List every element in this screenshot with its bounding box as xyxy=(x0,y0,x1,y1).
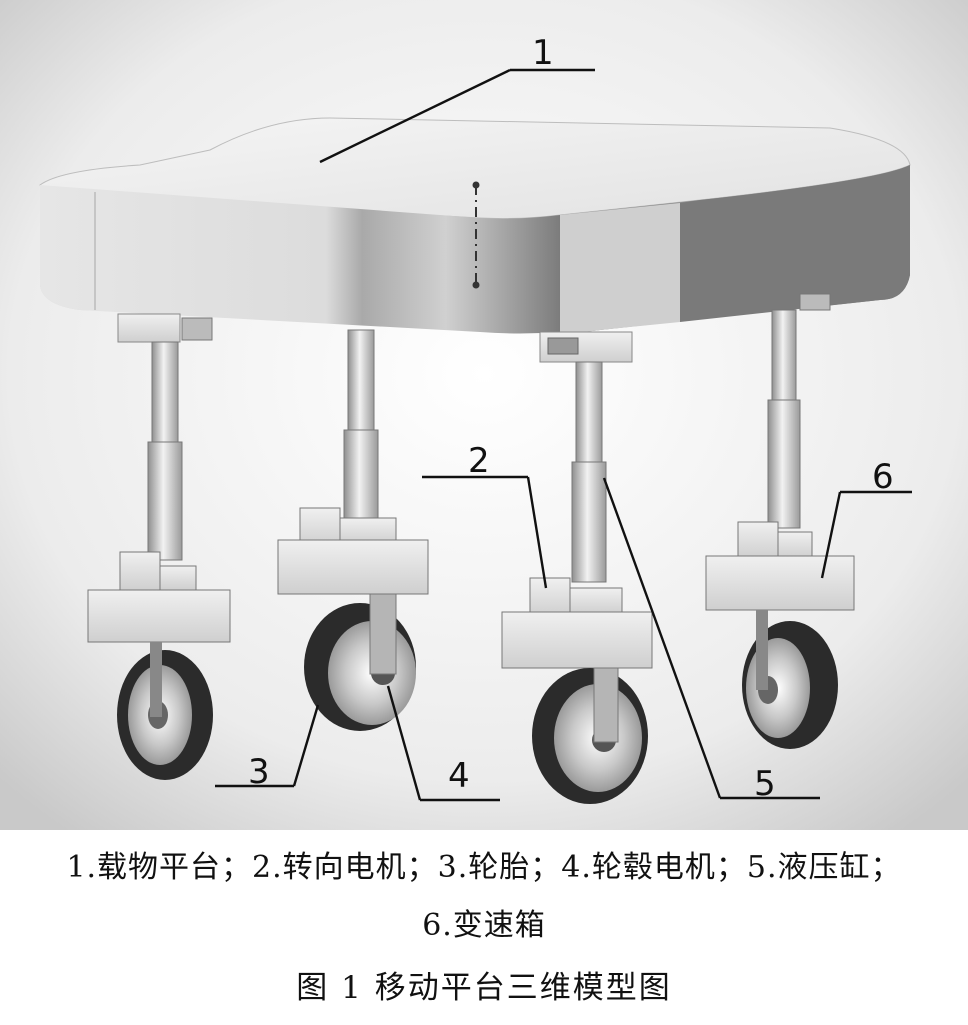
callout-4: 4 xyxy=(448,756,470,796)
steering-motors xyxy=(119,507,813,617)
callout-1: 1 xyxy=(532,33,554,73)
callout-6: 6 xyxy=(872,457,894,497)
figure-caption: 图 1 移动平台三维模型图 xyxy=(296,970,672,1006)
load-platform xyxy=(39,117,911,334)
legend-line-2: 6.变速箱 xyxy=(422,908,546,943)
callout-5: 5 xyxy=(754,764,776,804)
callout-3: 3 xyxy=(248,752,270,792)
gearboxes xyxy=(87,539,855,669)
mount-brackets xyxy=(117,293,831,363)
leader-lines xyxy=(215,68,912,802)
wheel-rear-right xyxy=(742,610,838,749)
wheel-rear-left xyxy=(304,593,416,731)
wheel-front-left xyxy=(117,642,213,780)
mobile-platform-3d-model: 1 2 3 4 5 6 xyxy=(0,0,968,830)
callout-labels: 1 2 3 4 5 6 xyxy=(248,33,894,804)
wheels xyxy=(117,593,838,804)
hydraulic-cylinders xyxy=(147,309,801,583)
wheel-front-right xyxy=(532,667,648,804)
legend-line-1: 1.载物平台；2.转向电机；3.轮胎；4.轮毂电机；5.液压缸； xyxy=(66,850,902,885)
callout-2: 2 xyxy=(468,441,490,481)
